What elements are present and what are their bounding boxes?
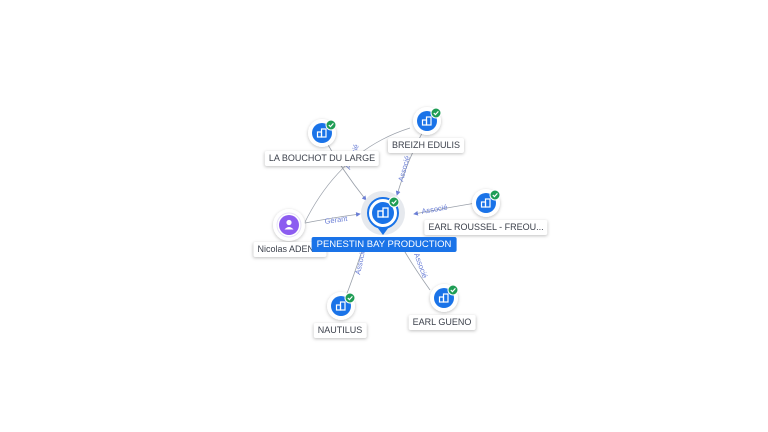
node-earl-roussel-freou[interactable] (472, 189, 501, 217)
label-la-bouchot-du-large[interactable]: LA BOUCHOT DU LARGE (264, 151, 380, 166)
label-nautilus[interactable]: NAUTILUS (313, 323, 367, 338)
company-icon (335, 301, 346, 311)
node-earl-gueno[interactable] (430, 284, 459, 312)
edge-label-n2: Associé (396, 155, 411, 183)
edge-n3 (413, 202, 477, 216)
verified-icon (430, 107, 442, 119)
company-icon (377, 207, 389, 218)
edge-label-n6: Associé (412, 252, 429, 280)
company-icon (316, 128, 327, 138)
center-node[interactable] (361, 191, 405, 235)
verified-icon (489, 189, 501, 201)
edge-label-n3: Associé (421, 203, 448, 216)
label-earl-gueno[interactable]: EARL GUENO (408, 315, 476, 330)
label-earl-roussel-freou[interactable]: EARL ROUSSEL - FREOU... (424, 220, 548, 235)
verified-icon (325, 119, 337, 131)
company-icon (421, 116, 432, 126)
verified-icon (388, 196, 400, 208)
label-nicolas-adenis[interactable]: Nicolas ADENIS (253, 242, 327, 257)
person-icon (284, 219, 294, 230)
verified-icon (447, 284, 459, 296)
label-breizh-edulis[interactable]: BREIZH EDULIS (387, 138, 465, 153)
edge-n4 (299, 212, 361, 225)
company-icon (480, 198, 491, 208)
node-nicolas-adenis[interactable] (273, 209, 305, 241)
node-breizh-edulis[interactable] (413, 107, 442, 135)
node-nautilus[interactable] (327, 292, 356, 320)
verified-icon (344, 292, 356, 304)
edge-label-n4: Gérant (324, 214, 349, 226)
company-icon (438, 293, 449, 303)
node-la-bouchot-du-large[interactable] (308, 119, 337, 147)
label-center-node[interactable]: PENESTIN BAY PRODUCTION (311, 237, 457, 252)
